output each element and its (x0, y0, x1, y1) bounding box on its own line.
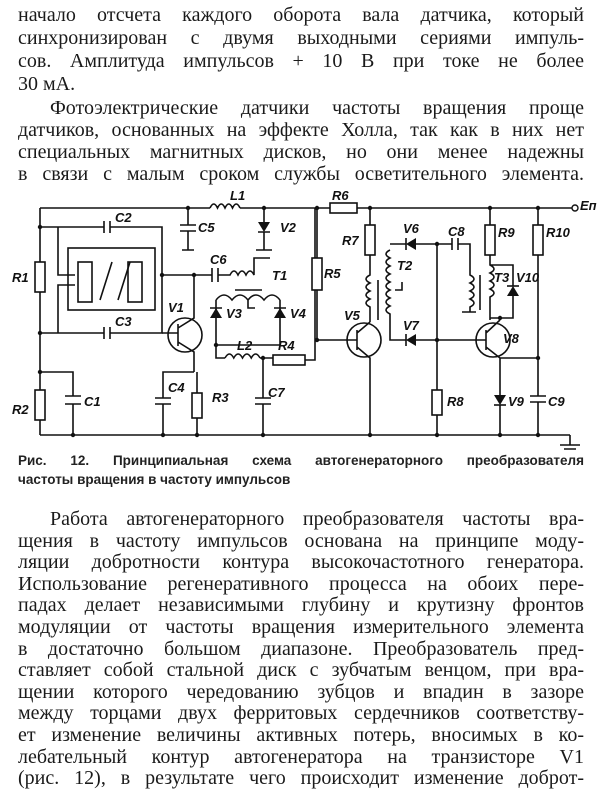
label-supply-En: Eп (580, 198, 597, 213)
text-line: начало отсчета каждого оборота вала датч… (18, 4, 584, 26)
label-C2: C2 (115, 210, 132, 225)
text-line: ставляет собой стальной диск с зубчатым … (18, 660, 584, 682)
label-T3: T3 (494, 270, 510, 285)
text-line: модуляции от частоты вращения измеритель… (18, 616, 584, 638)
label-V3: V3 (226, 306, 243, 321)
text-line: специальных магнитных дисков, но они мен… (18, 141, 584, 163)
label-R5: R5 (324, 266, 341, 281)
text-line: щении которого чередованию зубцов и впад… (18, 681, 584, 703)
text-line: 30 мА. (18, 73, 76, 95)
text-line: между торцами двух ферритовых сердечнико… (18, 703, 584, 725)
text-line: сов. Амплитуда импульсов + 10 В при токе… (18, 50, 584, 72)
paragraph-1: начало отсчета каждого оборота вала датч… (18, 4, 584, 96)
paragraph-3: Работа автогенераторного преобразователя… (18, 509, 584, 790)
label-V6: V6 (403, 221, 420, 236)
label-V7: V7 (403, 318, 420, 333)
label-C5: C5 (198, 220, 215, 235)
circuit-diagram: R1 R2 C1 C2 C3 C4 C5 C6 C7 C8 C9 R3 R4 R… (12, 188, 597, 450)
label-C6: C6 (210, 252, 227, 267)
label-L1: L1 (230, 188, 245, 203)
label-V1: V1 (168, 300, 184, 315)
text-line: Фотоэлектрические датчики частоты вращен… (50, 97, 584, 119)
label-R8: R8 (447, 394, 464, 409)
label-V8: V8 (503, 331, 520, 346)
text-line: синхронизирован с двумя выходными сериям… (18, 27, 584, 49)
text-line: датчиков, основанных на эффекте Холла, т… (18, 119, 584, 141)
caption-line: частоты вращения в частоту импульсов (18, 472, 291, 487)
label-L2: L2 (237, 338, 253, 353)
label-C3: C3 (115, 314, 132, 329)
label-R7: R7 (342, 233, 359, 248)
label-R1: R1 (12, 270, 29, 285)
label-C8: C8 (448, 224, 465, 239)
label-C1: C1 (84, 394, 101, 409)
label-R9: R9 (498, 225, 515, 240)
text-line: щения в частоту импульсов основана на пр… (18, 530, 584, 552)
label-C4: C4 (168, 380, 185, 395)
label-R2: R2 (12, 402, 29, 417)
text-line: Работа автогенераторного преобразователя… (50, 509, 584, 530)
label-T2: T2 (397, 258, 413, 273)
label-C7: C7 (268, 385, 285, 400)
label-V9: V9 (508, 394, 525, 409)
text-line: ляции добротности контура высокочастотно… (18, 552, 584, 574)
text-line: лебательный контур автогенератора на тра… (18, 746, 584, 768)
label-R4: R4 (278, 338, 295, 353)
label-V4: V4 (290, 306, 307, 321)
label-C9: C9 (548, 394, 565, 409)
paragraph-2: Фотоэлектрические датчики частоты вращен… (18, 97, 584, 185)
text-line: (рис. 12), в результате чего происходит … (18, 768, 584, 790)
text-line: в достаточно большом диапазоне. Преобраз… (18, 638, 584, 660)
text-line: падах делает независимыми глубину и крут… (18, 595, 584, 617)
label-R10: R10 (546, 225, 571, 240)
text-line: в связи с малым сроком службы осветитель… (18, 163, 584, 185)
label-T1: T1 (272, 268, 287, 283)
figure-caption: Рис. 12. Принципиальная схема автогенера… (18, 451, 584, 489)
label-V5: V5 (344, 308, 361, 323)
label-V2: V2 (280, 220, 297, 235)
label-R3: R3 (212, 390, 229, 405)
text-line: ет изменение величины активных потерь, в… (18, 724, 584, 746)
label-R6: R6 (332, 188, 349, 203)
label-V10: V10 (516, 270, 540, 285)
text-line: Использование регенеративного процесса н… (18, 573, 584, 595)
caption-line: Рис. 12. Принципиальная схема автогенера… (18, 453, 584, 468)
